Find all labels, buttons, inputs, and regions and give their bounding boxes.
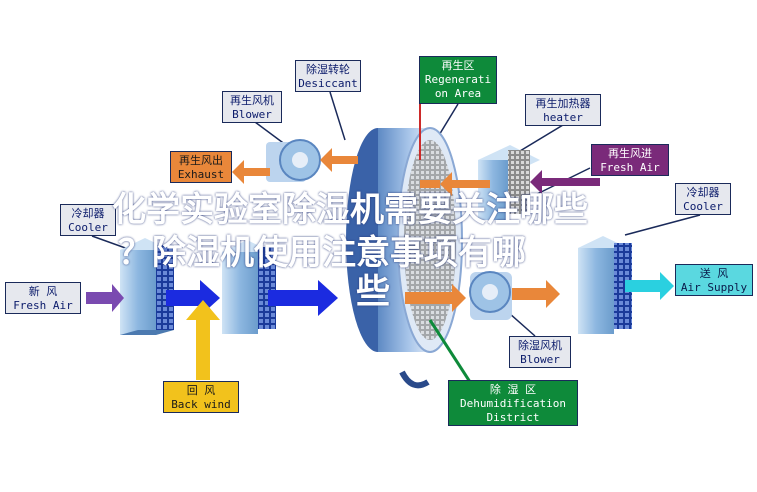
- regen-exhaust-label-cn: 再生风出: [179, 154, 223, 167]
- back-wind-label-en: Back wind: [171, 398, 231, 411]
- overlay-title-line2: ？除湿机使用注意事项有哪: [118, 233, 526, 273]
- regen-fresh-air-label: 再生风进 Fresh Air: [591, 144, 669, 176]
- overlay-title-line1: 化学实验室除湿机需要关注哪些: [112, 190, 588, 230]
- dehum-district-label-en1: Dehumidification: [460, 397, 566, 410]
- cooler-right-label-cn: 冷却器: [686, 186, 720, 199]
- regen-fresh-air-label-cn: 再生风进: [608, 147, 652, 160]
- regen-air-arrows: [232, 148, 600, 196]
- fresh-air-label-cn: 新 风: [28, 285, 58, 298]
- regen-fresh-air-label-en: Fresh Air: [600, 161, 660, 174]
- green-leader: [428, 319, 472, 383]
- desiccant-label-cn: 除湿转轮: [306, 63, 350, 76]
- cooler-right-label: 冷却器 Cooler: [675, 183, 731, 215]
- fresh-air-label: 新 风 Fresh Air: [5, 282, 81, 314]
- cooler-right-label-en: Cooler: [683, 200, 723, 213]
- back-wind-label-cn: 回 风: [186, 384, 216, 397]
- desiccant-label-en: Desiccant: [298, 77, 358, 90]
- regeneration-area-label-cn: 再生区: [441, 59, 475, 72]
- dehum-blower-label-cn: 除湿风机: [518, 339, 562, 352]
- back-wind-arrow: [186, 300, 220, 380]
- regen-heater-label-en: heater: [543, 111, 583, 124]
- dehum-blower-shape: [469, 271, 512, 320]
- regen-blower-label-cn: 再生风机: [230, 94, 274, 107]
- regen-blower-label-en: Blower: [232, 108, 272, 121]
- air-supply-label-cn: 送 风: [699, 267, 729, 280]
- cooler-left-label-en: Cooler: [68, 221, 108, 234]
- regeneration-area-label-en1: Regenerati: [424, 73, 492, 86]
- regen-exhaust-label: 再生风出 Exhaust: [170, 151, 232, 183]
- middle-cooler-unit: [222, 240, 276, 334]
- cooler-left-label: 冷却器 Cooler: [60, 204, 116, 236]
- regen-blower-shape: [266, 139, 321, 182]
- regen-heater-shape: [478, 145, 540, 220]
- regen-blower-label: 再生风机 Blower: [222, 91, 282, 123]
- dehum-blower-label-en: Blower: [520, 353, 560, 366]
- air-supply-label-en: Air Supply: [680, 281, 748, 294]
- regen-exhaust-label-en: Exhaust: [177, 168, 225, 181]
- dehum-district-label-cn: 除 湿 区: [489, 383, 537, 396]
- back-wind-label: 回 风 Back wind: [163, 381, 239, 413]
- right-cooler-unit: [578, 236, 632, 334]
- regeneration-area-label: 再生区 Regenerati on Area: [419, 56, 497, 104]
- regen-heater-label-cn: 再生加热器: [535, 97, 591, 110]
- air-supply-label: 送 风 Air Supply: [675, 264, 753, 296]
- cooler-left-label-cn: 冷却器: [71, 207, 105, 220]
- dehum-district-label: 除 湿 区 Dehumidification District: [448, 380, 578, 426]
- dehum-district-label-en2: District: [486, 411, 540, 424]
- regen-heater-label: 再生加热器 heater: [525, 94, 601, 126]
- left-cooler-unit: [120, 238, 174, 335]
- desiccant-label: 除湿转轮 Desiccant: [295, 60, 361, 92]
- dehum-blower-label: 除湿风机 Blower: [509, 336, 571, 368]
- overlay-title-line3: 些: [356, 272, 390, 312]
- fresh-air-label-en: Fresh Air: [13, 299, 73, 312]
- regeneration-area-label-en2: on Area: [434, 87, 482, 100]
